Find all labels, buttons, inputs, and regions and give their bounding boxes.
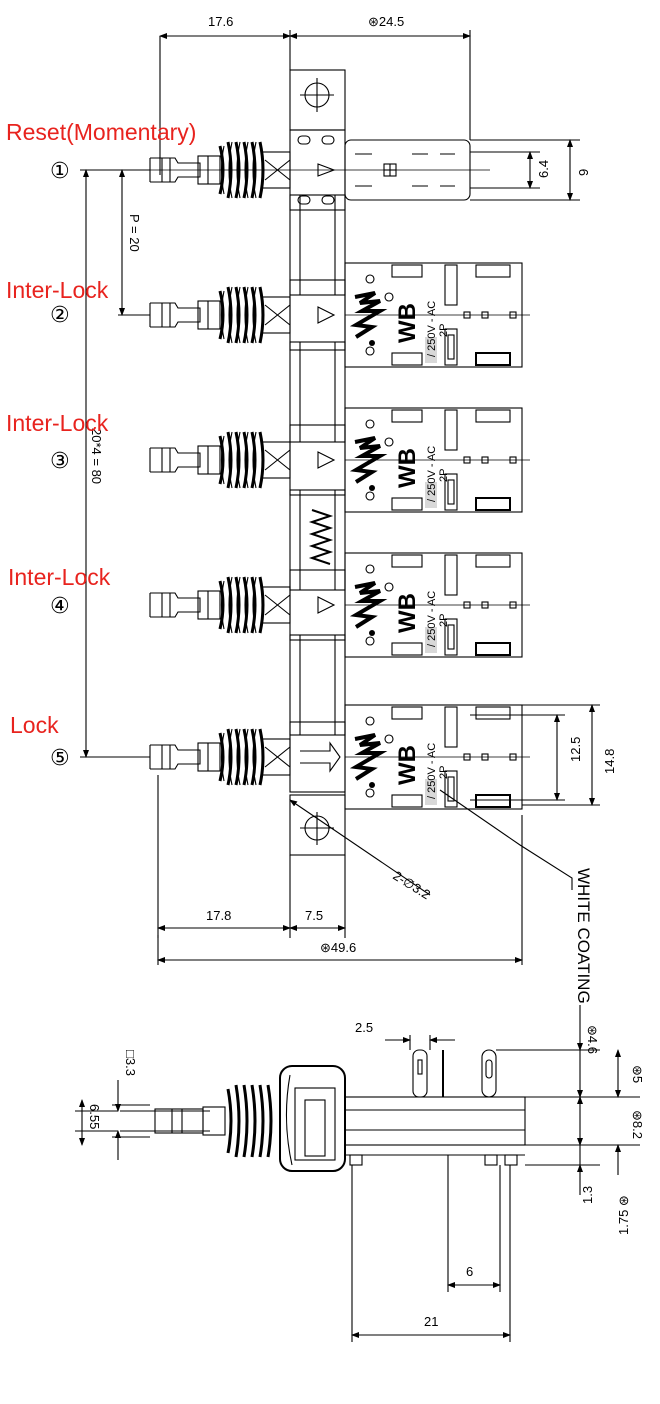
label-lock: Lock bbox=[10, 712, 59, 738]
dim-pitch: P = 20 bbox=[127, 214, 142, 252]
dim-7-5: 7.5 bbox=[305, 908, 323, 923]
label-interlock-4: Inter-Lock bbox=[8, 564, 111, 590]
dim-24-5: ⊛24.5 bbox=[368, 14, 404, 29]
dim-8-2: ⊛8.2 bbox=[630, 1110, 645, 1139]
station-number-2: ② bbox=[50, 303, 70, 328]
station-number-1: ① bbox=[50, 159, 70, 184]
dim-6-55: 6.55 bbox=[87, 1104, 102, 1129]
dim-1-75: 1.75 ⊛ bbox=[616, 1195, 631, 1235]
dim-2-5: 2.5 bbox=[355, 1020, 373, 1035]
station-number-4: ④ bbox=[50, 594, 70, 619]
dim-9: 9 bbox=[576, 169, 591, 176]
dim-5: ⊛5 bbox=[630, 1065, 645, 1083]
dim-1-3: 1.3 bbox=[580, 1186, 595, 1204]
dim-12-5: 12.5 bbox=[568, 737, 583, 762]
dim-6: 6 bbox=[466, 1264, 473, 1279]
label-interlock-2: Inter-Lock bbox=[6, 277, 109, 303]
dim-14-8: 14.8 bbox=[602, 749, 617, 774]
dim-49-6: ⊛49.6 bbox=[320, 940, 356, 955]
label-interlock-3: Inter-Lock bbox=[6, 410, 109, 436]
dim-17-8: 17.8 bbox=[206, 908, 231, 923]
dim-3-3: □3.3 bbox=[123, 1050, 138, 1076]
label-reset: Reset(Momentary) bbox=[6, 119, 196, 145]
dim-21: 21 bbox=[424, 1314, 438, 1329]
station-number-5: ⑤ bbox=[50, 746, 70, 771]
dim-total-pitch: 20*4 = 80 bbox=[89, 428, 104, 484]
station-number-3: ③ bbox=[50, 449, 70, 474]
dim-17-6: 17.6 bbox=[208, 14, 233, 29]
white-coating-label: WHITE COATING bbox=[574, 868, 593, 1004]
dim-6-4: 6.4 bbox=[536, 160, 551, 178]
dim-4-6: ⊛4.6 bbox=[585, 1025, 600, 1054]
dim-hole: 2-∅3.2 bbox=[390, 868, 433, 902]
